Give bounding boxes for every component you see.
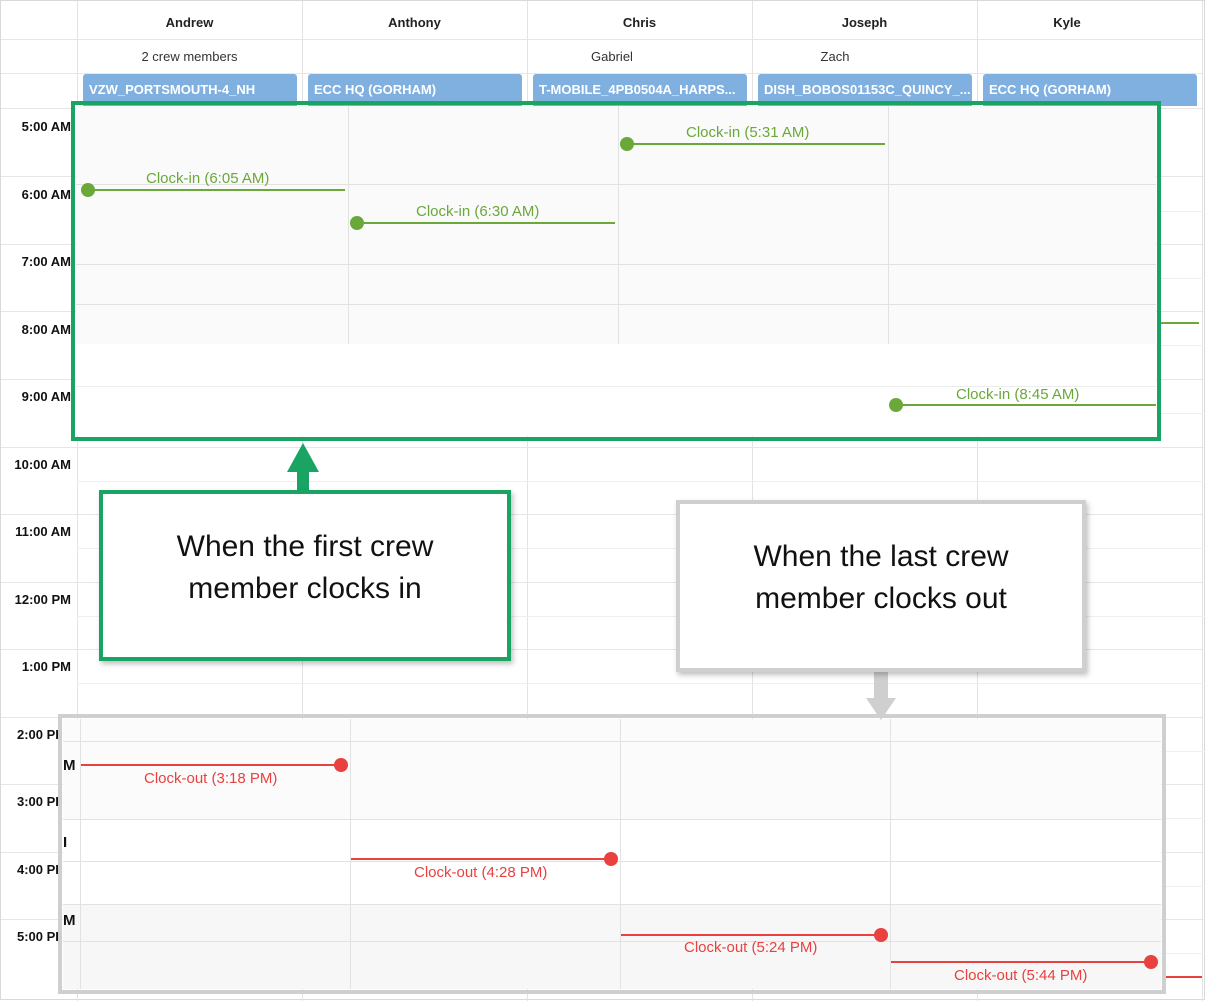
crew-members-chris: Gabriel bbox=[591, 49, 633, 64]
panel-row-divider bbox=[76, 184, 1156, 185]
half-hour-divider bbox=[77, 683, 1205, 684]
row-divider bbox=[1, 73, 1205, 74]
clock-in-line-joseph bbox=[896, 404, 1156, 406]
hour-divider bbox=[1, 514, 1205, 515]
time-label: 3:00 PI bbox=[17, 794, 59, 809]
clock-out-dot-anthony[interactable] bbox=[604, 852, 618, 866]
clock-out-label-anthony: Clock-out (4:28 PM) bbox=[414, 864, 548, 881]
column-divider bbox=[1202, 1, 1203, 1001]
arrow-up-icon bbox=[287, 443, 319, 491]
clock-in-label-chris: Clock-in (5:31 AM) bbox=[686, 124, 810, 141]
clock-in-line-andrew bbox=[88, 189, 345, 191]
panel-column-divider bbox=[350, 719, 351, 989]
panel-column-divider bbox=[618, 106, 619, 436]
time-label: 11:00 AM bbox=[15, 524, 71, 539]
time-label: 8:00 AM bbox=[21, 322, 71, 337]
panel-column-divider bbox=[348, 106, 349, 436]
hour-divider bbox=[1, 447, 1205, 448]
clock-in-label-andrew: Clock-in (6:05 AM) bbox=[146, 170, 270, 187]
column-divider bbox=[527, 1, 528, 1001]
crew-name-kyle[interactable]: Kyle bbox=[1053, 15, 1081, 30]
clock-out-label-joseph: Clock-out (5:44 PM) bbox=[954, 967, 1088, 984]
callout-last-clock-out: When the last crew member clocks out bbox=[676, 500, 1086, 672]
panel-column-divider bbox=[80, 719, 81, 989]
column-divider bbox=[77, 1, 78, 1001]
time-label: 12:00 PM bbox=[14, 592, 71, 607]
clock-in-line-kyle bbox=[1159, 322, 1199, 324]
hour-divider bbox=[1, 649, 1205, 650]
row-divider bbox=[1, 39, 1205, 40]
clock-out-line-joseph bbox=[891, 961, 1151, 963]
panel-row-divider bbox=[63, 741, 1161, 742]
time-label: 4:00 PI bbox=[17, 862, 59, 877]
clock-in-highlight-frame bbox=[71, 101, 1161, 441]
clock-out-line-chris bbox=[621, 934, 881, 936]
truncated-time-glyph: I bbox=[63, 834, 68, 851]
panel-column-divider bbox=[890, 719, 891, 989]
clock-out-label-chris: Clock-out (5:24 PM) bbox=[684, 939, 818, 956]
crew-name-chris[interactable]: Chris bbox=[622, 15, 657, 30]
clock-out-dot-joseph[interactable] bbox=[1144, 955, 1158, 969]
panel-row-divider bbox=[63, 819, 1161, 820]
time-label: 2:00 PI bbox=[17, 727, 59, 742]
half-hour-divider bbox=[77, 548, 1205, 549]
clock-in-label-joseph: Clock-in (8:45 AM) bbox=[956, 386, 1080, 403]
job-chip-andrew[interactable]: VZW_PORTSMOUTH-4_NH bbox=[83, 74, 297, 106]
panel-column-divider bbox=[620, 719, 621, 989]
crew-name-joseph[interactable]: Joseph bbox=[841, 15, 888, 30]
clock-in-line-anthony bbox=[357, 222, 615, 224]
crew-members-joseph: Zach bbox=[820, 49, 850, 64]
time-label: 7:00 AM bbox=[21, 254, 71, 269]
job-chip-chris[interactable]: T-MOBILE_4PB0504A_HARPS... bbox=[533, 74, 747, 106]
clock-out-dot-chris[interactable] bbox=[874, 928, 888, 942]
time-label: 6:00 AM bbox=[21, 187, 71, 202]
clock-out-dot-andrew[interactable] bbox=[334, 758, 348, 772]
clock-in-label-anthony: Clock-in (6:30 AM) bbox=[416, 203, 540, 220]
truncated-time-glyph: M bbox=[63, 757, 76, 774]
panel-column-divider bbox=[888, 106, 889, 436]
time-label: 9:00 AM bbox=[21, 389, 71, 404]
job-chip-anthony[interactable]: ECC HQ (GORHAM) bbox=[308, 74, 522, 106]
job-chip-joseph[interactable]: DISH_BOBOS01153C_QUINCY_... bbox=[758, 74, 972, 106]
half-hour-divider bbox=[77, 616, 1205, 617]
clock-out-line-kyle bbox=[1164, 976, 1202, 978]
clock-out-line-anthony bbox=[351, 858, 611, 860]
clock-in-line-chris bbox=[627, 143, 885, 145]
time-label: 1:00 PM bbox=[21, 659, 71, 674]
panel-row-divider bbox=[63, 904, 1161, 905]
time-label: 10:00 AM bbox=[14, 457, 71, 472]
arrow-down-icon bbox=[866, 668, 896, 720]
hour-divider bbox=[1, 582, 1205, 583]
panel-light-band bbox=[63, 719, 1161, 819]
time-label: 5:00 AM bbox=[21, 119, 71, 134]
panel-light-band bbox=[76, 344, 1156, 436]
clock-out-line-andrew bbox=[81, 764, 341, 766]
crew-members-andrew: 2 crew members bbox=[141, 49, 238, 64]
clock-out-zoom-panel: M I M Clock-out (3:18 PM) Clock-out (4:2… bbox=[63, 719, 1161, 989]
crew-name-anthony[interactable]: Anthony bbox=[388, 15, 441, 30]
crew-name-andrew[interactable]: Andrew bbox=[165, 15, 214, 30]
half-hour-divider bbox=[77, 481, 1205, 482]
clock-out-label-andrew: Clock-out (3:18 PM) bbox=[144, 770, 278, 787]
clock-in-zoom-panel: Clock-in (6:05 AM) Clock-in (6:30 AM) Cl… bbox=[76, 106, 1156, 436]
panel-row-divider bbox=[63, 941, 1161, 942]
panel-row-divider bbox=[76, 304, 1156, 305]
panel-row-divider bbox=[76, 264, 1156, 265]
clock-out-highlight-frame bbox=[58, 714, 1166, 994]
panel-light-band bbox=[63, 904, 1161, 989]
truncated-time-glyph: M bbox=[63, 912, 76, 929]
job-chip-kyle[interactable]: ECC HQ (GORHAM) bbox=[983, 74, 1197, 106]
panel-row-divider bbox=[76, 386, 1156, 387]
callout-first-clock-in: When the first crew member clocks in bbox=[99, 490, 511, 661]
time-label: 5:00 PI bbox=[17, 929, 59, 944]
